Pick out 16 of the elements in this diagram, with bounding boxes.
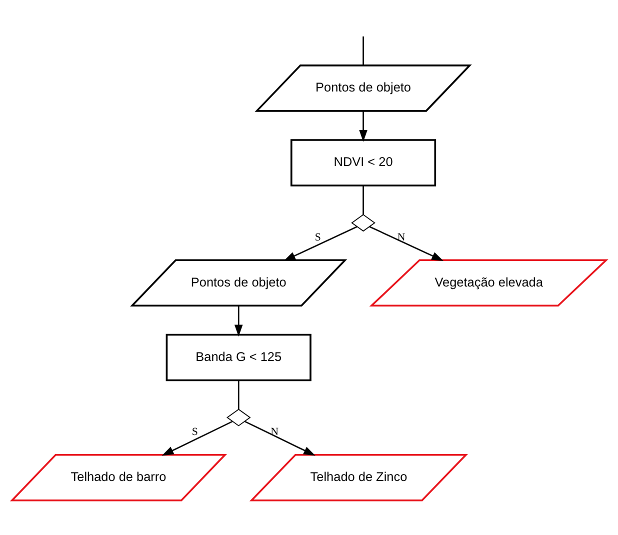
node-diamond — [226, 408, 251, 426]
arrow — [162, 420, 233, 456]
node-box: NDVI < 20 — [290, 138, 436, 186]
node-diamond — [351, 214, 376, 232]
edge-label: S — [314, 230, 321, 243]
arrow — [284, 226, 358, 260]
arrow — [359, 110, 368, 142]
arrow — [369, 226, 444, 260]
connector — [362, 36, 364, 65]
arrow — [234, 305, 243, 336]
edge-label: S — [192, 426, 198, 438]
connector — [362, 185, 364, 214]
edge-label: N — [270, 426, 279, 438]
connector — [238, 380, 240, 409]
arrow — [244, 420, 316, 456]
node-box: Banda G < 125 — [166, 333, 312, 381]
